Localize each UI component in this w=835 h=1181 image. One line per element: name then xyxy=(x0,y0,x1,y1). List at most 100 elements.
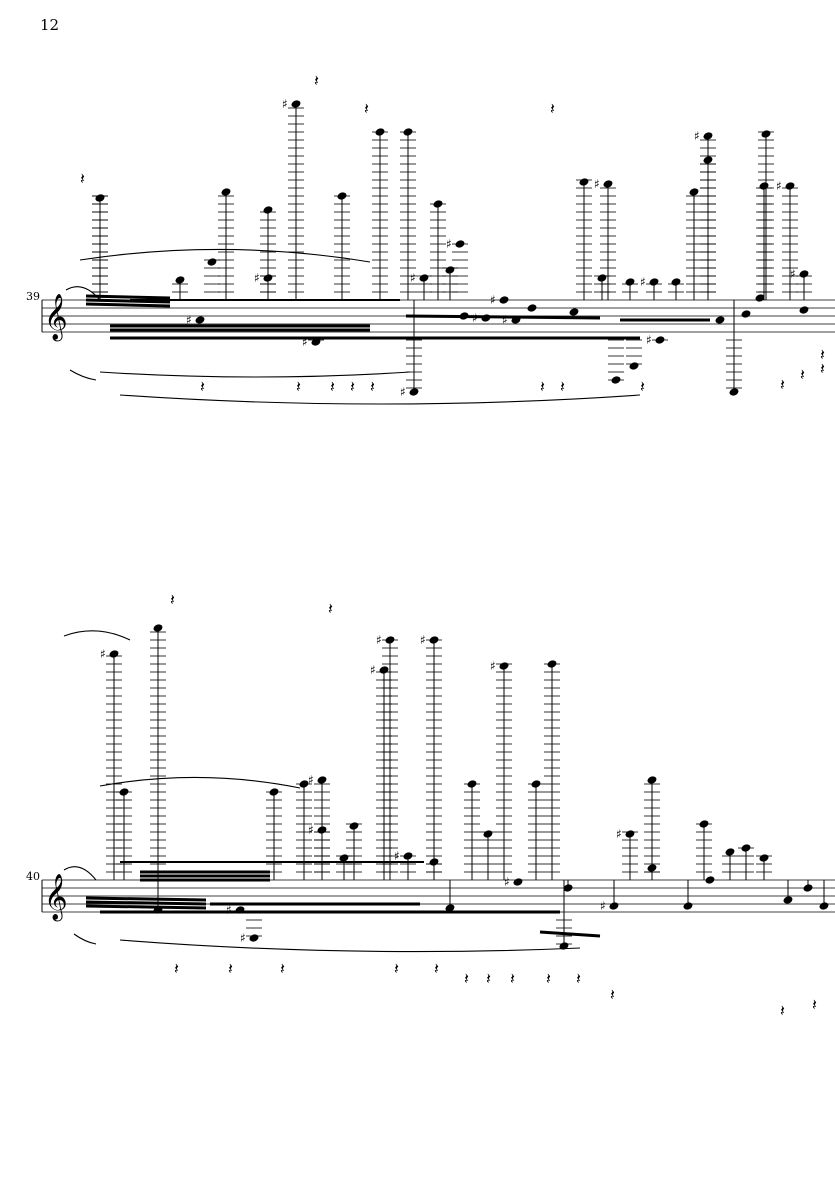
slur xyxy=(119,939,581,953)
rest-icon: 𝄽 xyxy=(170,590,175,609)
treble-clef-icon: 𝄞 xyxy=(44,874,68,922)
slur xyxy=(79,248,371,263)
notehead xyxy=(483,830,493,838)
sharp-icon: ♯ xyxy=(594,177,600,191)
slur xyxy=(69,369,97,381)
notehead xyxy=(467,780,477,788)
notehead xyxy=(705,876,715,884)
treble-clef-icon: 𝄞 xyxy=(44,294,68,342)
sharp-icon: ♯ xyxy=(226,903,232,917)
notehead xyxy=(715,316,725,324)
rest-icon: 𝄽 xyxy=(328,599,333,618)
notehead xyxy=(445,266,455,274)
beam xyxy=(539,930,601,938)
rest-icon: 𝄽 xyxy=(464,969,469,988)
notehead xyxy=(207,258,217,266)
sharp-icon: ♯ xyxy=(600,899,606,913)
notehead xyxy=(799,270,809,278)
notehead xyxy=(609,902,619,910)
notehead xyxy=(95,194,105,202)
rest-icon: 𝄽 xyxy=(576,969,581,988)
beam xyxy=(85,896,207,902)
notehead xyxy=(385,636,395,644)
notehead xyxy=(527,304,537,312)
notehead xyxy=(819,902,829,910)
notehead xyxy=(375,128,385,136)
slur xyxy=(119,394,641,405)
sharp-icon: ♯ xyxy=(640,275,646,289)
notehead xyxy=(741,310,751,318)
sharp-icon: ♯ xyxy=(490,659,496,673)
notehead xyxy=(625,830,635,838)
rest-icon: 𝄽 xyxy=(350,377,355,396)
beam xyxy=(85,298,171,304)
notehead xyxy=(119,788,129,796)
notehead xyxy=(785,182,795,190)
rest-icon: 𝄽 xyxy=(510,969,515,988)
sharp-icon: ♯ xyxy=(504,875,510,889)
notehead xyxy=(703,156,713,164)
sharp-icon: ♯ xyxy=(646,333,652,347)
beam xyxy=(85,900,207,906)
notehead xyxy=(403,852,413,860)
beam xyxy=(85,904,207,910)
notehead xyxy=(683,902,693,910)
notehead xyxy=(725,848,735,856)
notehead xyxy=(263,206,273,214)
notehead xyxy=(337,192,347,200)
rest-icon: 𝄽 xyxy=(370,377,375,396)
rest-icon: 𝄽 xyxy=(364,99,369,118)
rest-icon: 𝄽 xyxy=(486,969,491,988)
sharp-icon: ♯ xyxy=(308,823,314,837)
rest-icon: 𝄽 xyxy=(640,377,645,396)
notehead xyxy=(433,200,443,208)
rest-icon: 𝄽 xyxy=(296,377,301,396)
notehead xyxy=(459,312,469,320)
notehead xyxy=(689,188,699,196)
sharp-icon: ♯ xyxy=(446,237,452,251)
rest-icon: 𝄽 xyxy=(780,375,785,394)
sharp-icon: ♯ xyxy=(370,663,376,677)
rest-icon: 𝄽 xyxy=(540,377,545,396)
rest-icon: 𝄽 xyxy=(820,345,825,364)
rest-icon: 𝄽 xyxy=(200,377,205,396)
notehead xyxy=(755,294,765,302)
sharp-icon: ♯ xyxy=(616,827,622,841)
rest-icon: 𝄽 xyxy=(820,359,825,378)
notehead xyxy=(603,180,613,188)
notehead xyxy=(299,780,309,788)
notehead xyxy=(511,316,521,324)
notehead xyxy=(349,822,359,830)
slur xyxy=(65,286,101,301)
notehead xyxy=(429,636,439,644)
sharp-icon: ♯ xyxy=(776,179,782,193)
notehead xyxy=(655,336,665,344)
notehead xyxy=(699,820,709,828)
sharp-icon: ♯ xyxy=(186,313,192,327)
notehead xyxy=(311,338,321,346)
sharp-icon: ♯ xyxy=(282,97,288,111)
measure-number-39: 39 xyxy=(26,290,40,303)
notehead xyxy=(547,660,557,668)
beam xyxy=(405,314,601,320)
rest-icon: 𝄽 xyxy=(314,71,319,90)
beam xyxy=(85,294,171,300)
rest-icon: 𝄽 xyxy=(800,365,805,384)
notehead xyxy=(269,788,279,796)
notehead xyxy=(563,884,573,892)
notehead xyxy=(741,844,751,852)
rest-icon: 𝄽 xyxy=(330,377,335,396)
sharp-icon: ♯ xyxy=(400,385,406,399)
rest-icon: 𝄽 xyxy=(780,1001,785,1020)
notehead xyxy=(109,650,119,658)
notehead xyxy=(579,178,589,186)
page-number: 12 xyxy=(40,16,60,34)
notehead xyxy=(429,858,439,866)
notehead xyxy=(481,314,491,322)
notehead xyxy=(531,780,541,788)
notehead xyxy=(803,884,813,892)
notehead xyxy=(175,276,185,284)
sharp-icon: ♯ xyxy=(694,129,700,143)
sharp-icon: ♯ xyxy=(308,773,314,787)
